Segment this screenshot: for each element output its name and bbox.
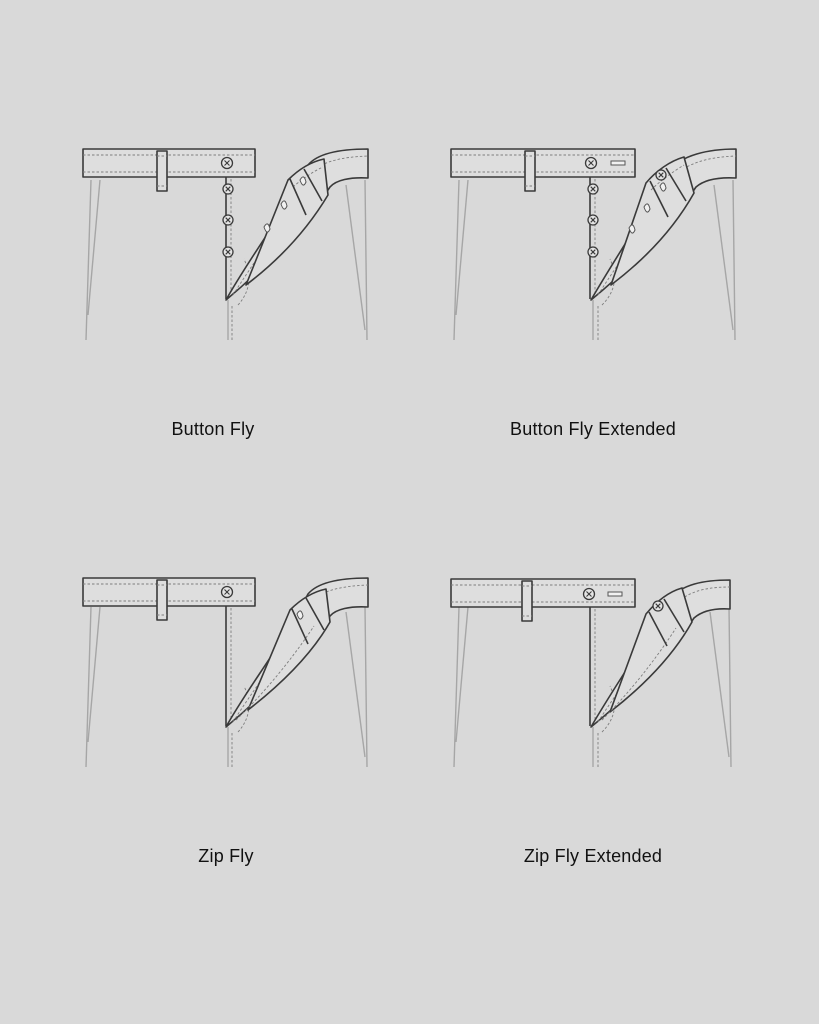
waistband-buttonhole bbox=[610, 160, 626, 166]
button-fly-extended-label: Button Fly Extended bbox=[510, 419, 676, 439]
button-fly-label: Button Fly bbox=[171, 419, 255, 439]
extension-button-icon bbox=[652, 600, 664, 612]
buttonhole bbox=[299, 176, 307, 186]
fly-button-icon bbox=[222, 183, 234, 195]
belt-loop bbox=[521, 580, 533, 622]
belt-loop bbox=[524, 150, 536, 192]
zip-fly-extended-illustration bbox=[450, 578, 732, 768]
button-fly-illustration bbox=[82, 148, 369, 341]
button-fly-figure bbox=[78, 135, 378, 350]
buttonhole bbox=[280, 200, 288, 210]
fly-facing bbox=[245, 158, 329, 286]
waistband-extended bbox=[450, 148, 636, 178]
button-fly-extended-figure bbox=[446, 135, 746, 350]
waist-button-icon bbox=[584, 156, 598, 170]
zipper-shield bbox=[609, 587, 693, 713]
waistband-buttonhole bbox=[607, 591, 623, 597]
zip-fly-extended-figure bbox=[446, 562, 746, 777]
fly-facing bbox=[610, 156, 695, 286]
zip-fly-figure bbox=[78, 562, 378, 777]
waistband-extended bbox=[450, 578, 636, 608]
belt-loop bbox=[156, 579, 168, 621]
waist-button-icon bbox=[220, 156, 234, 170]
fly-button-icon bbox=[222, 214, 234, 226]
buttonhole bbox=[643, 203, 651, 213]
waist-button-icon bbox=[220, 585, 234, 599]
fly-button-icon bbox=[587, 246, 599, 258]
fly-button-icon bbox=[587, 183, 599, 195]
buttonhole bbox=[628, 224, 636, 234]
buttonhole bbox=[263, 223, 271, 233]
fly-button-icon bbox=[222, 246, 234, 258]
zip-fly-illustration bbox=[82, 577, 369, 768]
buttonhole bbox=[659, 182, 667, 192]
zipper-tape bbox=[601, 627, 677, 721]
button-fly-extended-illustration bbox=[450, 148, 737, 341]
zip-fly-extended-label: Zip Fly Extended bbox=[523, 846, 663, 866]
zipper-shield bbox=[247, 588, 331, 711]
buttonhole bbox=[296, 610, 304, 620]
extension-button-icon bbox=[655, 169, 667, 181]
waist-button-icon bbox=[582, 587, 596, 601]
fly-button-icon bbox=[587, 214, 599, 226]
zip-fly-label: Zip Fly bbox=[198, 846, 254, 866]
belt-loop bbox=[156, 150, 168, 192]
